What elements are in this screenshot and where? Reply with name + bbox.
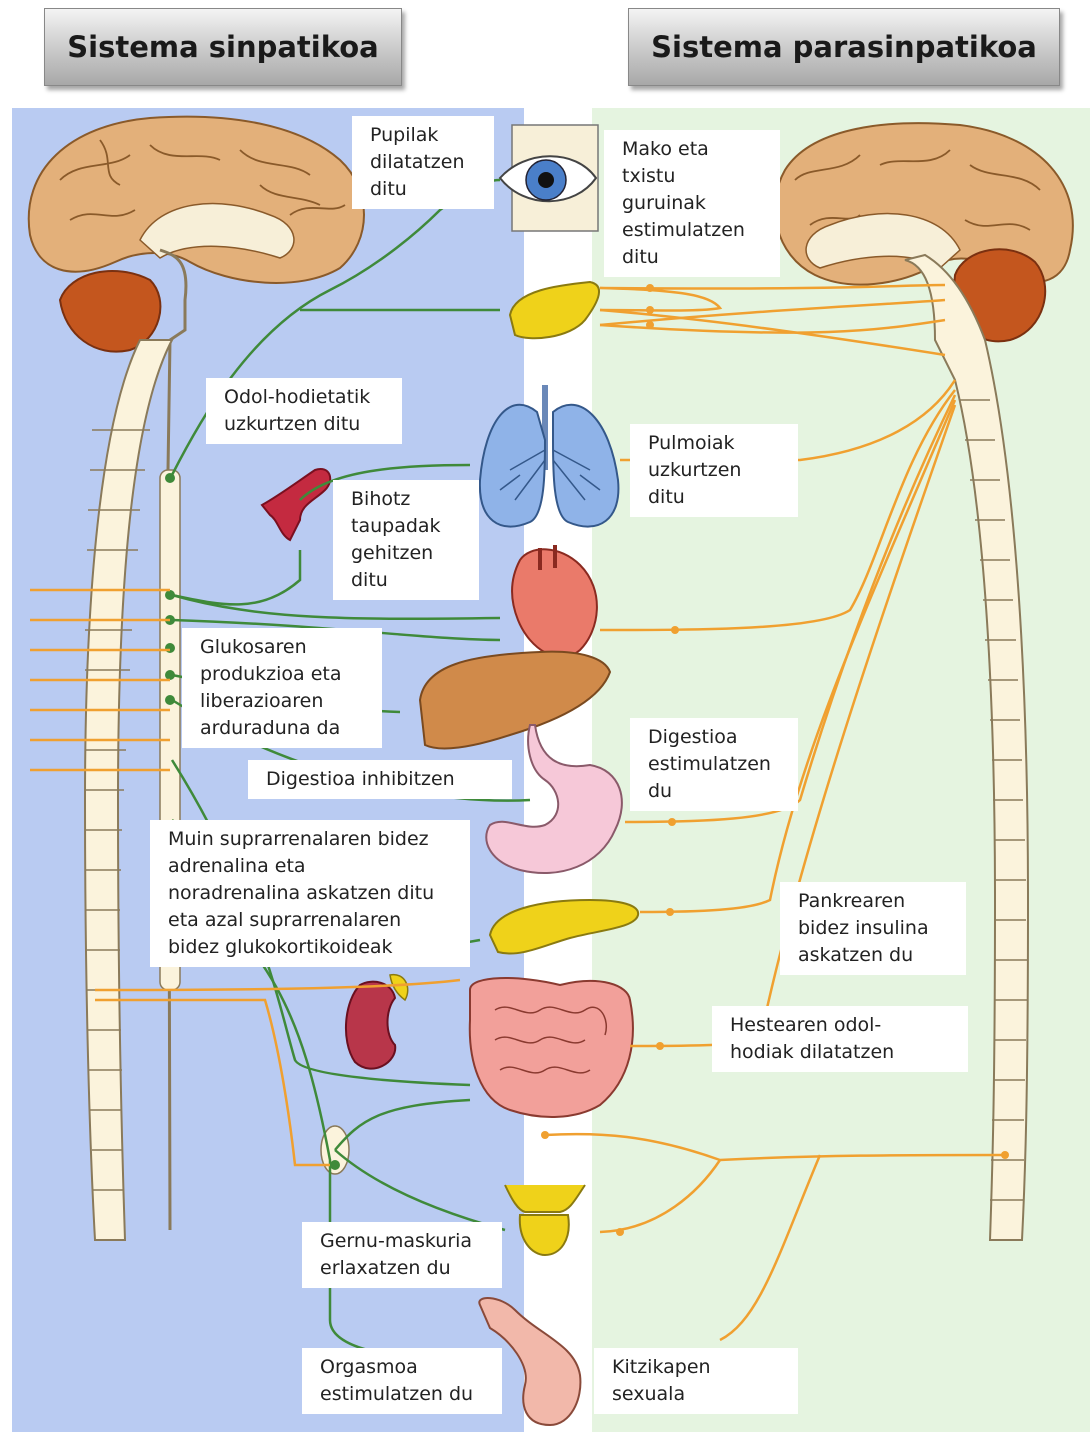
label-bladder-relax: Gernu-maskuria erlaxatzen du xyxy=(302,1222,502,1288)
label-salivary-stimulate: Mako eta txistu guruinak estimulatzen di… xyxy=(604,130,780,277)
label-sexual-arousal: Kitzikapen sexuala xyxy=(594,1348,798,1414)
label-orgasm-stimulate: Orgasmoa estimulatzen du xyxy=(302,1348,502,1414)
label-intestine-vessels-dilate: Hestearen odol- hodiak dilatatzen xyxy=(712,1006,968,1072)
salivary-gland-icon xyxy=(510,282,599,338)
left-spinal-cord xyxy=(85,250,186,1240)
label-adrenal-secretion: Muin suprarrenalaren bidez adrenalina et… xyxy=(150,820,470,967)
label-lungs-constrict: Pulmoiak uzkurtzen ditu xyxy=(630,424,798,517)
kidney-icon xyxy=(346,975,408,1069)
liver-icon xyxy=(420,652,610,749)
bladder-icon xyxy=(505,1185,585,1255)
parasympathetic-system-header: Sistema parasinpatikoa xyxy=(628,8,1060,86)
label-pancreas-insulin: Pankrearen bidez insulina askatzen du xyxy=(780,882,966,975)
right-spinal-cord xyxy=(905,255,1028,1240)
label-vessels-constrict: Odol-hodietatik uzkurtzen ditu xyxy=(206,378,402,444)
blood-vessel-icon xyxy=(262,469,330,540)
label-digestion-stimulate: Digestioa estimulatzen du xyxy=(630,718,798,811)
stomach-icon xyxy=(486,725,622,873)
label-heart-rate-increase: Bihotz taupadak gehitzen ditu xyxy=(333,480,479,600)
sympathetic-system-header: Sistema sinpatikoa xyxy=(44,8,402,86)
lungs-icon xyxy=(480,385,619,527)
eye-icon xyxy=(500,125,598,231)
label-pupils-dilate: Pupilak dilatatzen ditu xyxy=(352,116,494,209)
heart-icon xyxy=(512,545,597,657)
pancreas-icon xyxy=(490,900,638,954)
left-brain xyxy=(29,117,364,352)
label-glucose-release: Glukosaren produkzioa eta liberazioaren … xyxy=(182,628,382,748)
label-digestion-inhibit: Digestioa inhibitzen xyxy=(248,760,512,799)
intestine-icon xyxy=(470,978,633,1117)
